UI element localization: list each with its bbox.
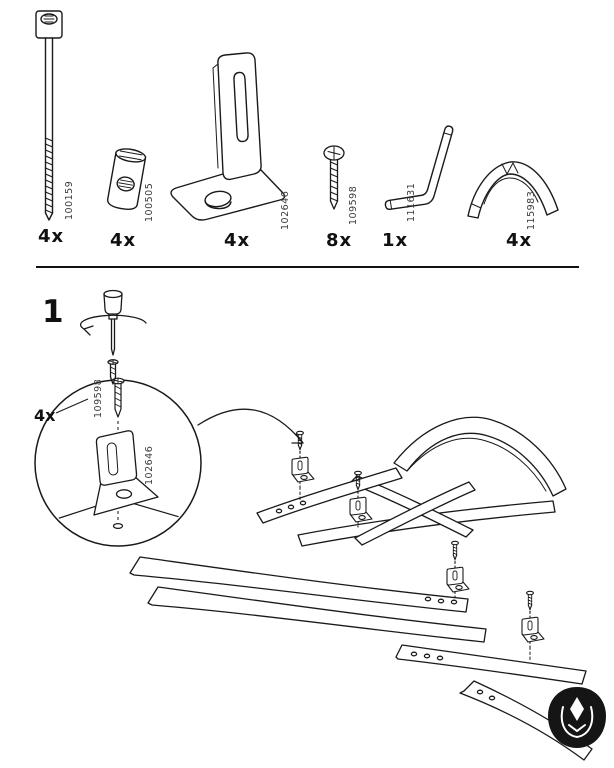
allen-key-icon: 111631 <box>384 125 454 222</box>
chair-side-rail-left-b <box>147 586 487 643</box>
corner-bracket-icon: 102646 <box>170 52 291 230</box>
part-id-111631: 111631 <box>406 183 417 222</box>
bolt-icon: 100159 <box>35 10 75 221</box>
qty-curved-trim: 4x <box>506 230 533 251</box>
part-id-102646: 102646 <box>280 191 291 230</box>
qty-wood-screw: 8x <box>326 230 353 251</box>
detail-callout: 4x 109598 102646 <box>34 377 202 547</box>
part-corner-bracket: 102646 <box>158 48 303 233</box>
screw-icon: 109598 <box>323 145 359 225</box>
chair-front-rail <box>395 644 587 685</box>
step-number: 1 <box>42 294 64 330</box>
callout-arrow <box>197 408 304 444</box>
screwdriver <box>79 289 147 385</box>
watermark-logo <box>545 685 609 751</box>
chair-cross-stretchers <box>349 475 476 546</box>
part-id-100159: 100159 <box>64 181 75 220</box>
callout-bracket <box>93 430 159 516</box>
step-1-illustration: 4x 109598 102646 <box>34 289 593 761</box>
part-id-109598: 109598 <box>348 186 359 225</box>
qty-allen-key: 1x <box>382 230 409 251</box>
bracket-with-screw-4 <box>521 590 545 648</box>
curved-trim-icon: 115983 <box>467 161 559 230</box>
callout-screw-id: 109598 <box>93 379 104 418</box>
qty-barrel-nut: 4x <box>110 230 137 251</box>
pilot-hole <box>112 523 124 530</box>
part-curved-trim: 115983 <box>458 152 566 232</box>
part-id-100505: 100505 <box>144 183 155 222</box>
bracket-with-screw-3 <box>446 540 470 598</box>
chair-back-splat <box>393 416 567 497</box>
qty-bolt: 4x <box>38 226 65 247</box>
chair-rail-near <box>256 467 403 524</box>
watermark-logo-icon <box>548 687 606 748</box>
barrel-nut-icon: 100505 <box>107 148 155 222</box>
part-allen-key: 111631 <box>374 118 466 226</box>
part-barrel-nut: 100505 <box>98 142 158 226</box>
rotation-arrow <box>79 314 147 330</box>
part-wood-screw: 109598 <box>314 143 364 229</box>
callout-bracket-id: 102646 <box>144 446 155 485</box>
bracket-leader-lines <box>299 486 531 662</box>
part-id-115983: 115983 <box>526 191 537 230</box>
chair-side-rail-left-a <box>129 556 469 613</box>
chair-frame <box>129 416 593 761</box>
qty-corner-bracket: 4x <box>224 230 251 251</box>
callout-qty: 4x <box>34 406 56 425</box>
callout-leader-line <box>55 398 89 414</box>
bracket-with-screw-1 <box>291 430 315 488</box>
section-divider <box>36 266 579 268</box>
part-hex-socket-bolt: 100159 <box>26 8 90 226</box>
